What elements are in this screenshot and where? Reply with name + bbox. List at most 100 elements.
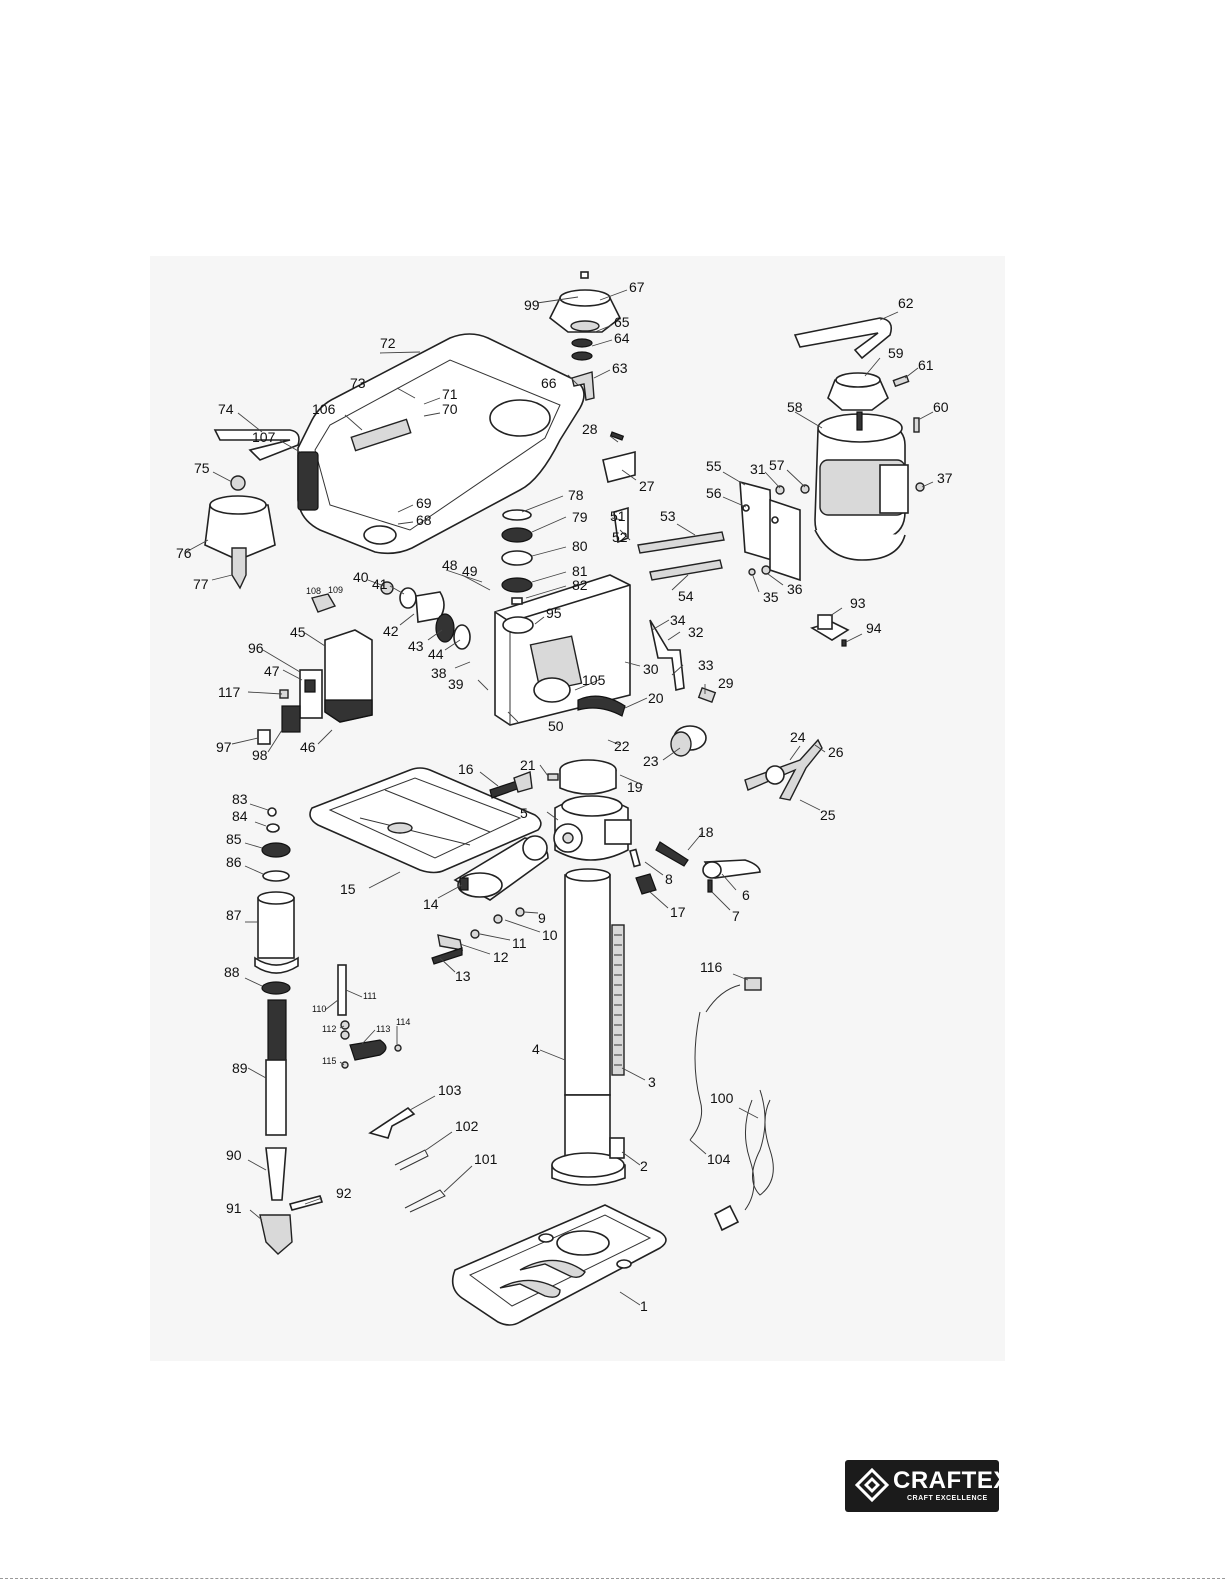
- part-label: 44: [428, 646, 444, 662]
- motor-mount-plates: [739, 480, 925, 582]
- part-label: 35: [763, 589, 779, 605]
- motor-side-pulley: [204, 429, 300, 590]
- part-label: 28: [582, 421, 598, 437]
- part-label: 77: [193, 576, 209, 592]
- part-label: 50: [548, 718, 564, 734]
- part-label: 81: [572, 563, 588, 579]
- part-label: 29: [718, 675, 734, 691]
- part-label: 5: [520, 805, 528, 821]
- part-label: 96: [248, 640, 264, 656]
- page-bottom-rule: [0, 1578, 1225, 1579]
- part-label: 114: [396, 1017, 410, 1027]
- rack: [609, 924, 625, 1159]
- part-label: 102: [455, 1118, 479, 1134]
- part-label: 59: [888, 345, 904, 361]
- part-label: 45: [290, 624, 306, 640]
- part-label: 26: [828, 744, 844, 760]
- part-label: 54: [678, 588, 694, 604]
- part-label: 19: [627, 779, 643, 795]
- part-label: 58: [787, 399, 803, 415]
- part-label: 76: [176, 545, 192, 561]
- exploded-parts-diagram: 1 2 3 4 5 6 7 8 9 10 11 12 13 14 15 16 1…: [150, 256, 1005, 1361]
- part-label: 25: [820, 807, 836, 823]
- part-label: 62: [898, 295, 914, 311]
- part-label: 107: [252, 429, 276, 445]
- part-label: 7: [732, 908, 740, 924]
- part-label: 104: [707, 1151, 731, 1167]
- part-label: 82: [572, 577, 588, 593]
- part-label: 8: [665, 871, 673, 887]
- part-label: 49: [462, 563, 478, 579]
- motor-rods: [602, 431, 725, 581]
- part-label: 94: [866, 620, 882, 636]
- part-label: 43: [408, 638, 424, 654]
- part-label: 109: [328, 585, 343, 595]
- part-label: 15: [340, 881, 356, 897]
- base: [451, 1204, 667, 1326]
- part-label: 60: [933, 399, 949, 415]
- part-label: 9: [538, 910, 546, 926]
- table-arm: [431, 835, 549, 965]
- part-label: 22: [614, 738, 630, 754]
- part-label: 91: [226, 1200, 242, 1216]
- diagram-canvas: 1 2 3 4 5 6 7 8 9 10 11 12 13 14 15 16 1…: [176, 271, 953, 1326]
- part-label: 80: [572, 538, 588, 554]
- part-label: 31: [750, 461, 766, 477]
- part-label: 17: [670, 904, 686, 920]
- part-label: 100: [710, 1090, 734, 1106]
- part-label: 72: [380, 335, 396, 351]
- part-label: 20: [648, 690, 664, 706]
- leader-lines: [185, 289, 934, 1306]
- part-label: 6: [742, 887, 750, 903]
- part-label: 79: [572, 509, 588, 525]
- part-label: 63: [612, 360, 628, 376]
- part-label: 105: [582, 672, 606, 688]
- brand-tagline: CRAFT EXCELLENCE: [907, 1495, 988, 1502]
- part-label: 52: [612, 529, 628, 545]
- part-label: 40: [353, 569, 369, 585]
- part-label: 41: [372, 576, 388, 592]
- part-label: 110: [312, 1004, 326, 1014]
- part-label: 47: [264, 663, 280, 679]
- part-label: 57: [769, 457, 785, 473]
- wrenches: [368, 1106, 446, 1213]
- part-label: 93: [850, 595, 866, 611]
- part-label: 108: [306, 586, 321, 596]
- part-label: 87: [226, 907, 242, 923]
- brand-name: CRAFTEX: [893, 1467, 1010, 1494]
- belt-cover: [297, 333, 585, 555]
- part-label: 115: [322, 1056, 336, 1066]
- part-label: 30: [643, 661, 659, 677]
- depth-stop: [337, 964, 402, 1069]
- part-label: 4: [532, 1041, 540, 1057]
- feed-shaft: [577, 619, 823, 801]
- part-label: 106: [312, 401, 336, 417]
- part-label: 53: [660, 508, 676, 524]
- part-label: 101: [474, 1151, 498, 1167]
- part-label: 111: [363, 991, 377, 1001]
- spindle-pulley: [548, 271, 622, 401]
- part-label: 34: [670, 612, 686, 628]
- part-label: 21: [520, 757, 536, 773]
- part-label: 39: [448, 676, 464, 692]
- column-bracket: [489, 759, 632, 861]
- part-label: 75: [194, 460, 210, 476]
- bearings-stack: [501, 509, 533, 605]
- column: [551, 868, 626, 1186]
- work-table: [309, 767, 542, 874]
- part-label: 68: [416, 512, 432, 528]
- power-cord: [689, 977, 774, 1232]
- part-label: 95: [546, 605, 562, 621]
- part-label: 14: [423, 896, 439, 912]
- part-label: 69: [416, 495, 432, 511]
- brand-logo: CRAFTEX CRAFT EXCELLENCE: [845, 1460, 1009, 1512]
- crank-and-worm: [629, 841, 761, 895]
- part-label: 56: [706, 485, 722, 501]
- diamond-logo-icon: [855, 1468, 889, 1502]
- part-label: 89: [232, 1060, 248, 1076]
- quill-spindle: [254, 807, 324, 1255]
- part-label: 74: [218, 401, 234, 417]
- part-label: 92: [336, 1185, 352, 1201]
- pilot-light: [810, 614, 850, 647]
- part-label: 24: [790, 729, 806, 745]
